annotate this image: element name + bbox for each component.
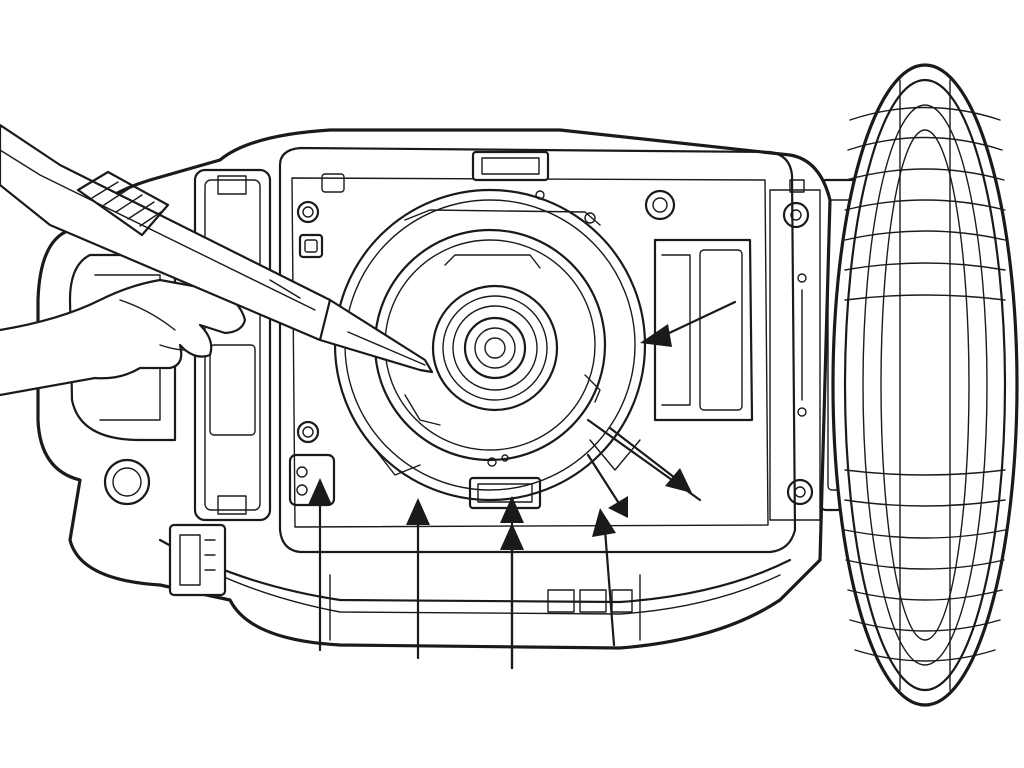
- pen-grip: [76, 170, 170, 237]
- callout-arrow-2: [406, 498, 430, 660]
- callout-arrow-9: [640, 300, 737, 347]
- callout-arrow-6: [586, 453, 628, 518]
- tire-tread: [844, 79, 1006, 691]
- callout-arrow-4: [500, 523, 524, 670]
- device-body: [36, 128, 832, 650]
- callout-arrows: [308, 300, 737, 670]
- callout-arrow-7: [608, 426, 692, 493]
- wheel: [818, 63, 1019, 707]
- hand: [0, 278, 247, 397]
- pen-tool: [0, 123, 434, 374]
- callout-arrow-8: [586, 418, 702, 502]
- callout-arrow-5: [592, 508, 616, 647]
- callout-arrow-1: [308, 478, 332, 652]
